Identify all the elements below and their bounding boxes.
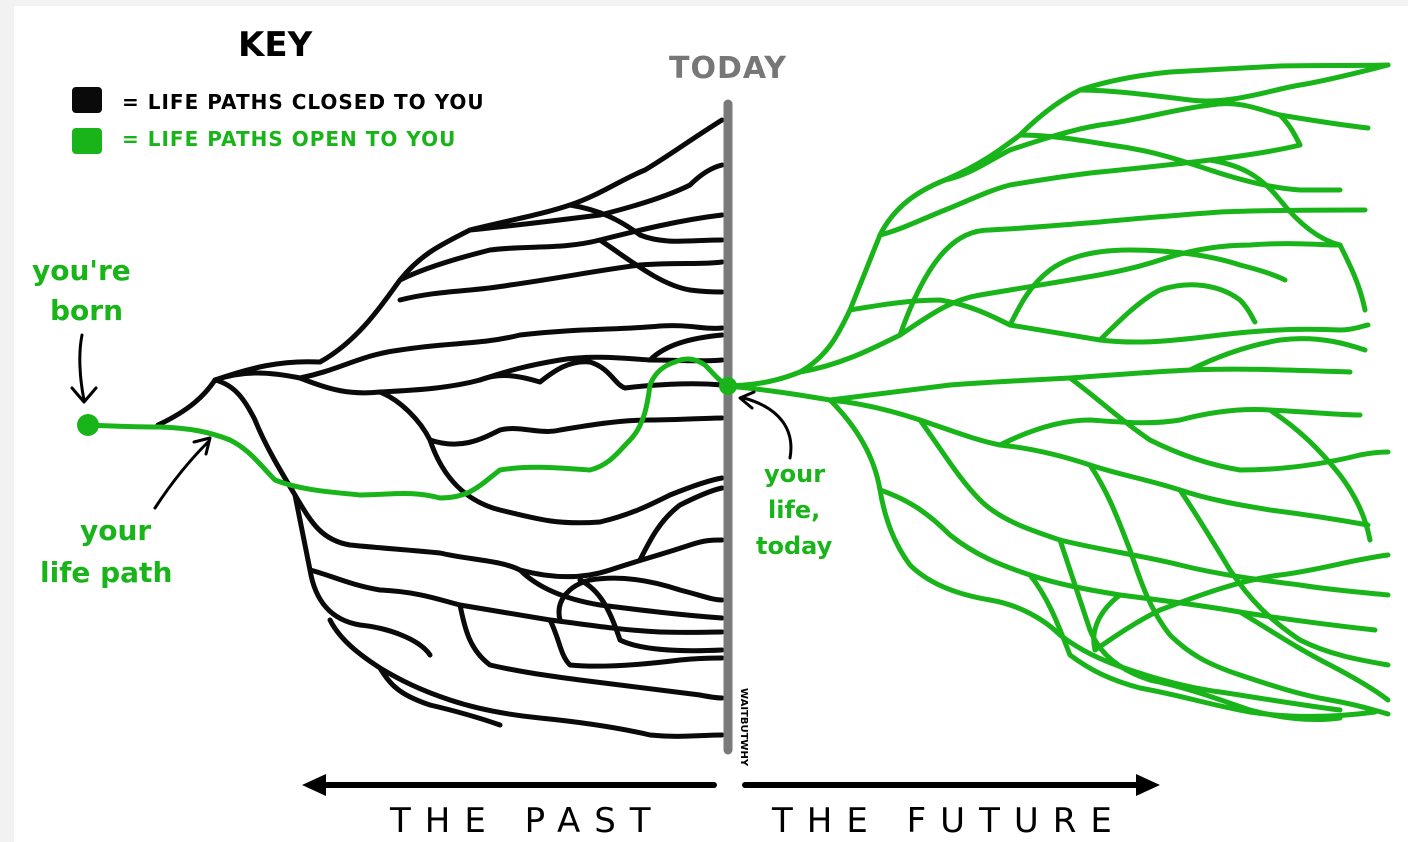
future-label: THE FUTURE: [771, 801, 1126, 841]
open-path: [1091, 552, 1391, 653]
closed-path: [647, 332, 725, 363]
open-path: [1187, 336, 1368, 373]
key-open-label: = LIFE PATHS OPEN TO YOU: [122, 127, 456, 151]
open-path: [1237, 609, 1391, 703]
closed-path: [377, 665, 503, 728]
open-path: [997, 407, 1363, 448]
open-path: [1017, 132, 1343, 193]
closed-path: [327, 617, 725, 739]
born-label-line1: you're: [32, 254, 131, 287]
birth-dot-icon: [77, 414, 99, 436]
open-path: [1177, 487, 1391, 668]
closed-path: [467, 162, 725, 233]
closed-path: [547, 617, 725, 669]
open-path: [1077, 62, 1391, 104]
today-arrow-icon: [738, 390, 793, 460]
closed-path: [377, 389, 725, 526]
closed-path: [597, 237, 725, 295]
key-legend: KEY = LIFE PATHS CLOSED TO YOU = LIFE PA…: [72, 25, 485, 154]
credit-text: WAITBUTWHY: [738, 688, 749, 767]
open-path: [1087, 462, 1391, 717]
closed-path: [212, 377, 725, 580]
closed-path: [556, 575, 725, 623]
today-label: TODAY: [669, 51, 787, 86]
open-path: [725, 383, 1371, 528]
past-arrowhead-icon: [302, 774, 326, 796]
closed-path: [517, 567, 725, 621]
open-path: [917, 417, 1391, 598]
open-swatch-icon: [72, 128, 102, 154]
future-arrowhead-icon: [1136, 774, 1160, 796]
life-path-arrow-icon: [153, 436, 212, 510]
key-closed-label: = LIFE PATHS CLOSED TO YOU: [122, 90, 485, 114]
open-path: [1097, 282, 1258, 343]
open-path: [1207, 157, 1343, 248]
closed-path: [457, 602, 725, 701]
open-path: [1007, 247, 1288, 328]
open-path: [1277, 112, 1303, 148]
today-label-line2: life,: [768, 496, 820, 524]
closed-path: [397, 259, 725, 303]
open-path: [877, 487, 1378, 633]
closed-path: [155, 323, 725, 428]
past-label: THE PAST: [389, 801, 665, 841]
closed-path: [577, 577, 725, 654]
open-path: [942, 101, 1371, 183]
today-dot-icon: [719, 377, 737, 395]
open-path: [797, 241, 1343, 375]
closed-paths: [155, 117, 725, 739]
closed-path: [477, 359, 725, 391]
your-life-path: [85, 356, 731, 501]
open-path: [897, 207, 1368, 338]
today-label-line1: your: [764, 460, 825, 488]
closed-swatch-icon: [72, 87, 102, 113]
closed-path: [292, 492, 433, 658]
open-path: [1067, 375, 1391, 473]
closed-path: [567, 202, 725, 244]
closed-path: [637, 485, 725, 563]
life-path-label-line1: your: [80, 514, 151, 547]
life-path-label-line2: life path: [40, 556, 172, 589]
open-path: [1267, 407, 1373, 543]
open-path: [877, 142, 1303, 238]
born-label-line2: born: [50, 294, 123, 327]
closed-path: [307, 567, 725, 635]
today-label-line3: today: [756, 532, 833, 560]
closed-path: [397, 212, 725, 283]
open-path: [847, 297, 1371, 345]
open-path: [1027, 572, 1378, 719]
open-path: [1337, 242, 1368, 313]
diagram-panel: [14, 6, 1408, 842]
key-title: KEY: [238, 25, 313, 65]
open-path: [725, 62, 1391, 389]
closed-path: [427, 415, 725, 447]
open-paths: [725, 62, 1391, 723]
born-arrow-icon: [70, 333, 98, 404]
